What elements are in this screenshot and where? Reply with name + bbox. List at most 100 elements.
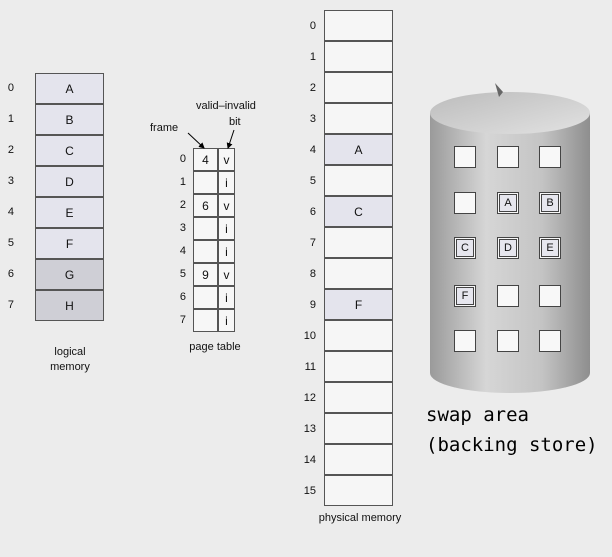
physical-memory-cell bbox=[324, 165, 393, 196]
logical-memory-index: 3 bbox=[7, 175, 14, 187]
swap-slot-label: E bbox=[541, 239, 559, 257]
page-table-bit: i bbox=[218, 217, 235, 240]
physical-memory-cell bbox=[324, 413, 393, 444]
physical-memory-cell bbox=[324, 444, 393, 475]
swap-slot: E bbox=[539, 237, 561, 259]
physical-memory-cell bbox=[324, 10, 393, 41]
page-table-frame: 4 bbox=[193, 148, 218, 171]
backing-store-label: (backing store) bbox=[426, 434, 598, 456]
page-table-bit: v bbox=[218, 194, 235, 217]
physical-memory-cell bbox=[324, 41, 393, 72]
page-table-index: 6 bbox=[179, 291, 186, 303]
swap-slot-label: F bbox=[456, 287, 474, 305]
valid-invalid-label: valid–invalid bbox=[196, 100, 256, 112]
swap-slot bbox=[454, 192, 476, 214]
physical-memory-cell: A bbox=[324, 134, 393, 165]
physical-memory-cell bbox=[324, 382, 393, 413]
logical-memory-index: 1 bbox=[7, 113, 14, 125]
physical-memory-index: 2 bbox=[309, 82, 316, 94]
swap-slot: B bbox=[539, 192, 561, 214]
logical-memory-cell: E bbox=[35, 197, 104, 228]
page-table-frame bbox=[193, 240, 218, 263]
physical-memory-index: 11 bbox=[304, 361, 316, 373]
logical-memory-cell: B bbox=[35, 104, 104, 135]
page-table-frame bbox=[193, 217, 218, 240]
page-table-caption: page table bbox=[189, 341, 241, 353]
physical-memory-cell bbox=[324, 351, 393, 382]
logical-memory-index: 6 bbox=[7, 268, 14, 280]
page-table-bit: v bbox=[218, 263, 235, 286]
page-table-frame: 6 bbox=[193, 194, 218, 217]
swap-slot: F bbox=[454, 285, 476, 307]
physical-memory-cell bbox=[324, 475, 393, 506]
bit-arrow bbox=[226, 129, 235, 149]
swap-area-label: swap area bbox=[426, 404, 529, 426]
physical-memory-cell bbox=[324, 320, 393, 351]
physical-memory-index: 6 bbox=[309, 206, 316, 218]
physical-memory-cell: C bbox=[324, 196, 393, 227]
page-table-index: 2 bbox=[179, 199, 186, 211]
swap-slot bbox=[454, 330, 476, 352]
logical-memory-index: 0 bbox=[7, 82, 14, 94]
physical-memory-index: 0 bbox=[309, 20, 316, 32]
swap-slot: A bbox=[497, 192, 519, 214]
physical-memory-index: 12 bbox=[303, 392, 316, 404]
swap-slot bbox=[539, 285, 561, 307]
frame-arrow bbox=[187, 132, 205, 149]
physical-memory-cell: F bbox=[324, 289, 393, 320]
physical-memory-index: 15 bbox=[303, 485, 316, 497]
page-table-bit: v bbox=[218, 148, 235, 171]
swap-slot-label: D bbox=[499, 239, 517, 257]
page-table-index: 1 bbox=[179, 176, 186, 188]
physical-memory-index: 8 bbox=[309, 268, 316, 280]
page-table-index: 5 bbox=[179, 268, 186, 280]
physical-memory-index: 4 bbox=[309, 144, 316, 156]
logical-memory-index: 7 bbox=[7, 299, 14, 311]
physical-memory-cell bbox=[324, 258, 393, 289]
swap-slot: C bbox=[454, 237, 476, 259]
swap-slot-label: A bbox=[499, 194, 517, 212]
physical-memory-cell bbox=[324, 227, 393, 258]
physical-memory-index: 1 bbox=[309, 51, 316, 63]
page-table-index: 4 bbox=[179, 245, 186, 257]
logical-memory-index: 5 bbox=[7, 237, 14, 249]
physical-memory-index: 7 bbox=[309, 237, 316, 249]
page-table-index: 0 bbox=[179, 153, 186, 165]
page-table-bit: i bbox=[218, 309, 235, 332]
physical-memory-index: 3 bbox=[309, 113, 316, 125]
page-table-frame bbox=[193, 171, 218, 194]
swap-slot bbox=[497, 146, 519, 168]
physical-memory-index: 10 bbox=[303, 330, 316, 342]
logical-memory-index: 2 bbox=[7, 144, 14, 156]
logical-memory-cell: H bbox=[35, 290, 104, 321]
page-table-frame bbox=[193, 309, 218, 332]
physical-memory-index: 13 bbox=[303, 423, 316, 435]
cursor-icon bbox=[495, 83, 503, 97]
swap-slot-label: B bbox=[541, 194, 559, 212]
swap-slot-label: C bbox=[456, 239, 474, 257]
frame-label: frame bbox=[150, 122, 179, 134]
physical-memory-caption: physical memory bbox=[318, 512, 402, 524]
logical-memory-caption: logical memory bbox=[50, 346, 90, 373]
physical-memory-cell bbox=[324, 72, 393, 103]
page-table-index: 3 bbox=[179, 222, 186, 234]
page-table-index: 7 bbox=[179, 314, 186, 326]
swap-slot bbox=[497, 330, 519, 352]
swap-slot bbox=[497, 285, 519, 307]
logical-memory-cell: G bbox=[35, 259, 104, 290]
swap-slot bbox=[539, 330, 561, 352]
page-table-bit: i bbox=[218, 286, 235, 309]
logical-memory-index: 4 bbox=[7, 206, 14, 218]
page-table-frame bbox=[193, 286, 218, 309]
page-table-bit: i bbox=[218, 171, 235, 194]
logical-memory-cell: A bbox=[35, 73, 104, 104]
physical-memory-index: 5 bbox=[309, 175, 316, 187]
physical-memory-cell bbox=[324, 103, 393, 134]
physical-memory-index: 9 bbox=[309, 299, 316, 311]
logical-memory-cell: C bbox=[35, 135, 104, 166]
logical-memory-cell: F bbox=[35, 228, 104, 259]
swap-slot bbox=[539, 146, 561, 168]
page-table-bit: i bbox=[218, 240, 235, 263]
swap-slot: D bbox=[497, 237, 519, 259]
